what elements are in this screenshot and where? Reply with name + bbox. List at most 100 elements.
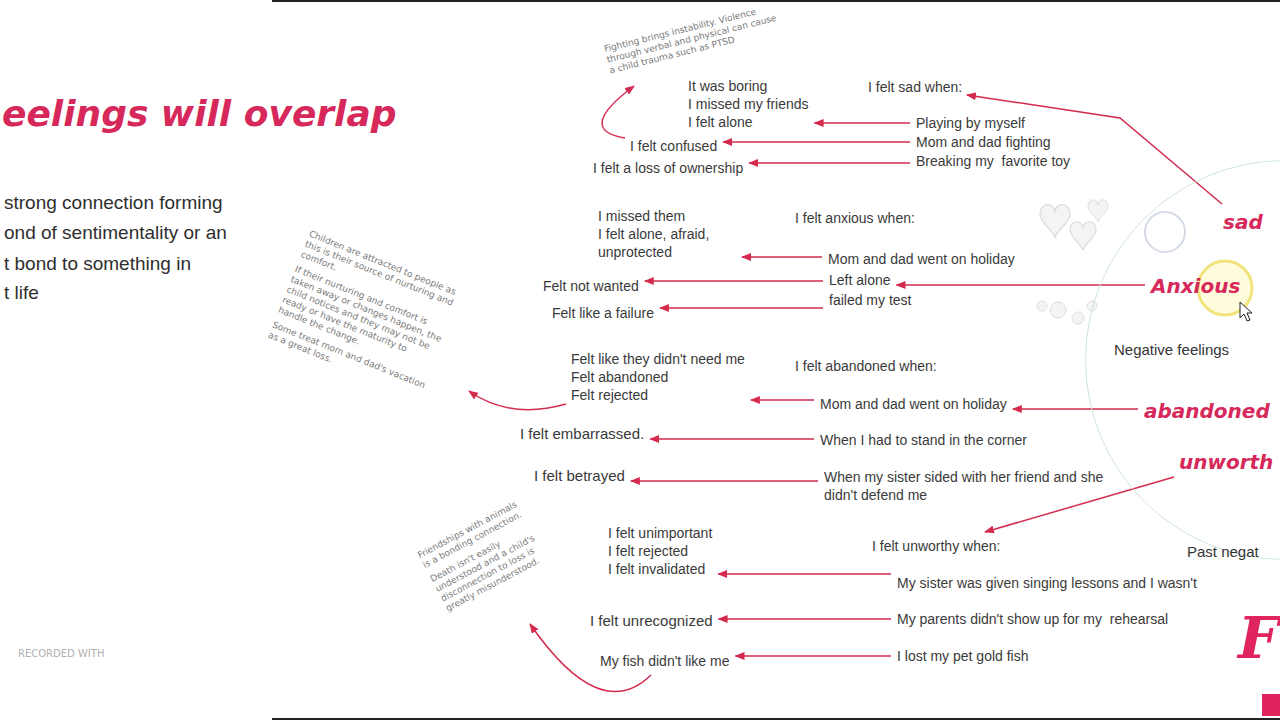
small-ring xyxy=(1145,212,1185,252)
arrow-connector xyxy=(736,655,892,657)
node-text: Fighting brings instability. Violence th… xyxy=(603,1,786,77)
arrow-connector xyxy=(897,284,1146,286)
node-text: I felt unimportant xyxy=(608,524,712,542)
node-text: abandoned xyxy=(1144,398,1270,424)
prompt-heading: I felt abandoned when: xyxy=(795,357,937,375)
node-text: Mom and dad went on holiday xyxy=(828,250,1015,268)
node-text: Felt like a failure xyxy=(552,304,654,322)
body-text: t bond to something in xyxy=(4,252,191,276)
node-text: Felt not wanted xyxy=(543,277,639,295)
node-text: I felt abandoned when: xyxy=(795,357,937,375)
node-text: I felt anxious when: xyxy=(795,209,915,227)
feeling-text: It was boringI missed my friendsI felt a… xyxy=(688,77,809,131)
trigger-text: My sister was given singing lessons and … xyxy=(897,574,1197,592)
arrow-connector xyxy=(469,391,566,410)
node-text: Breaking my favorite toy xyxy=(916,152,1070,170)
slide-title: eelings will overlap xyxy=(2,92,396,136)
feeling-word: sad xyxy=(1223,209,1263,235)
node-text: Felt like they didn't need me xyxy=(571,350,745,368)
node-text: sad xyxy=(1223,209,1263,235)
prompt-heading: I felt sad when: xyxy=(868,78,962,96)
node-text: I missed them xyxy=(598,207,736,225)
note-text: Friendships with animals is a bonding co… xyxy=(416,497,553,618)
logo-letter: F xyxy=(1238,606,1279,670)
watermark: RECORDED WITH xyxy=(18,648,104,660)
mouse-cursor xyxy=(1240,302,1252,321)
node-text: I felt alone, afraid, unprotected xyxy=(598,225,736,261)
node-text: When my sister sided with her friend and… xyxy=(824,468,1114,504)
node-text: I felt betrayed xyxy=(534,466,625,485)
trigger-text: Mom and dad fighting xyxy=(916,133,1051,151)
node-text: Anxious xyxy=(1151,273,1240,299)
arrow-connector xyxy=(1013,408,1138,410)
prompt-heading: I felt anxious when: xyxy=(795,209,915,227)
circle-label: Past negat xyxy=(1187,543,1259,561)
arrow-connector xyxy=(718,573,891,575)
node-text: I felt confused xyxy=(630,137,717,155)
arrow-connector xyxy=(749,162,910,164)
node-text: I felt embarrassed. xyxy=(520,424,644,443)
trigger-text: failed my test xyxy=(829,291,911,309)
feeling-text: I felt unrecognized xyxy=(590,611,713,630)
trigger-text: My parents didn't show up for my rehears… xyxy=(897,610,1168,628)
node-text: I felt a loss of ownership xyxy=(593,159,743,177)
arrow-connector xyxy=(985,477,1174,532)
node-text: I lost my pet gold fish xyxy=(897,647,1029,665)
node-text: Felt abandoned xyxy=(571,368,745,386)
arrow-connector xyxy=(723,141,910,143)
node-text: My sister was given singing lessons and … xyxy=(897,574,1197,592)
trigger-text: I lost my pet gold fish xyxy=(897,647,1029,665)
trigger-text: Playing by myself xyxy=(916,114,1025,132)
feeling-text: I felt confused xyxy=(630,137,717,155)
node-text: Left alone xyxy=(829,271,891,289)
node-text: When I had to stand in the corner xyxy=(820,431,1027,449)
node-text: I felt sad when: xyxy=(868,78,962,96)
node-text: Playing by myself xyxy=(916,114,1025,132)
arrow-connector xyxy=(719,618,891,620)
node-text: My fish didn't like me xyxy=(600,652,730,670)
trigger-text: Mom and dad went on holiday xyxy=(828,250,1015,268)
node-text: unworth xyxy=(1179,449,1273,475)
node-text: failed my test xyxy=(829,291,911,309)
top-border xyxy=(272,0,1280,2)
logo-block xyxy=(1262,694,1280,716)
feeling-text: I felt a loss of ownership xyxy=(593,159,743,177)
feeling-word: Anxious xyxy=(1151,273,1240,299)
feeling-text: I felt unimportantI felt rejectedI felt … xyxy=(608,524,712,578)
body-text: t life xyxy=(4,281,39,305)
trigger-text: When my sister sided with her friend and… xyxy=(824,468,1114,504)
feeling-text: I missed themI felt alone, afraid, unpro… xyxy=(598,207,736,261)
mind-map-circle: Negative feelingsPast negat sadAnxious aba… xyxy=(1085,160,1280,560)
trigger-text: Left alone xyxy=(829,271,891,289)
trigger-text: Mom and dad went on holiday xyxy=(820,395,1007,413)
prompt-heading: I felt unworthy when: xyxy=(872,537,1000,555)
circle-label: Negative feelings xyxy=(1114,341,1229,359)
node-text: My parents didn't show up for my rehears… xyxy=(897,610,1168,628)
arrow-connector xyxy=(602,86,634,138)
note-text: Children are attracted to people as this… xyxy=(265,229,465,407)
heart-cloud xyxy=(1037,200,1108,324)
node-text: Mom and dad went on holiday xyxy=(820,395,1007,413)
arrow-connector xyxy=(660,307,823,309)
feeling-word: unworth xyxy=(1179,449,1273,475)
arrow-connector xyxy=(815,122,910,124)
arrow-connector xyxy=(742,256,822,258)
body-text: ond of sentimentality or an xyxy=(4,221,227,245)
node-text: Felt rejected xyxy=(571,386,745,404)
node-text: I felt rejected xyxy=(608,542,712,560)
note-text: Fighting brings instability. Violence th… xyxy=(603,1,787,81)
node-text: Mom and dad fighting xyxy=(916,133,1051,151)
arrow-connector xyxy=(650,438,814,440)
feeling-text: Felt like a failure xyxy=(552,304,654,322)
node-text: I felt unworthy when: xyxy=(872,537,1000,555)
node-text: I missed my friends xyxy=(688,95,809,113)
body-text: strong connection forming xyxy=(4,191,223,215)
trigger-text: Breaking my favorite toy xyxy=(916,152,1070,170)
trigger-text: When I had to stand in the corner xyxy=(820,431,1027,449)
feeling-text: I felt embarrassed. xyxy=(520,424,644,443)
feeling-text: My fish didn't like me xyxy=(600,652,730,670)
arrow-connector xyxy=(645,280,823,282)
feeling-word: abandoned xyxy=(1144,398,1270,424)
node-text: I felt invalidated xyxy=(608,560,712,578)
